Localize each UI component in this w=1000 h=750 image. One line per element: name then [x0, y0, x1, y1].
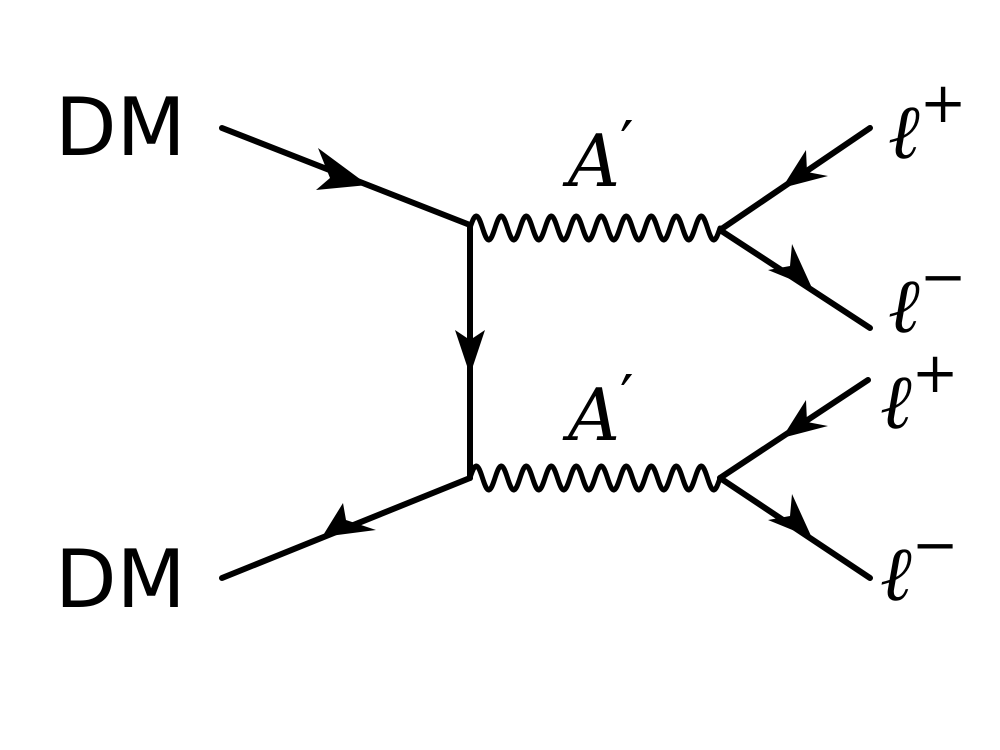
dark-photon-lower-prime: ′: [620, 363, 634, 433]
dm-incoming-label: DM: [55, 81, 186, 174]
dm-propagator-line: [455, 222, 485, 481]
lower-lepton-plus-label: ℓ+: [880, 341, 959, 446]
upper-lepton-plus-label: ℓ+: [888, 71, 967, 176]
dm-outgoing-arrow: [322, 503, 376, 537]
dark-photon-upper-label: A′: [562, 109, 634, 203]
lower-lepton-plus-line: [717, 377, 871, 481]
upper-lepton-plus-line: [717, 125, 873, 233]
lower-lepton-minus-label: ℓ−: [880, 513, 959, 618]
lower-lepton-minus-line: [717, 475, 873, 581]
upper-lepton-minus-line: [717, 227, 873, 331]
dm-incoming-arrow: [316, 148, 368, 190]
dm-incoming-line: [219, 125, 473, 228]
lower-lepton-plus-arrow: [782, 400, 828, 438]
dm-outgoing-label: DM: [55, 533, 186, 626]
dark-photon-upper-symbol: A: [562, 119, 620, 203]
lower-lepton-minus-arrow: [768, 494, 812, 538]
dark-photon-upper-wave: [467, 213, 723, 243]
dm-propagator-arrow: [455, 330, 485, 375]
dm-outgoing-line: [219, 475, 473, 581]
upper-lepton-minus-arrow: [768, 244, 812, 288]
upper-lepton-minus-label: ℓ−: [888, 245, 967, 350]
dark-photon-lower-label: A′: [562, 363, 634, 457]
upper-lepton-plus-arrow: [782, 150, 828, 188]
dark-photon-lower-symbol: A: [562, 373, 620, 457]
dark-photon-lower-wave: [467, 463, 723, 493]
dark-photon-upper-prime: ′: [620, 109, 634, 179]
